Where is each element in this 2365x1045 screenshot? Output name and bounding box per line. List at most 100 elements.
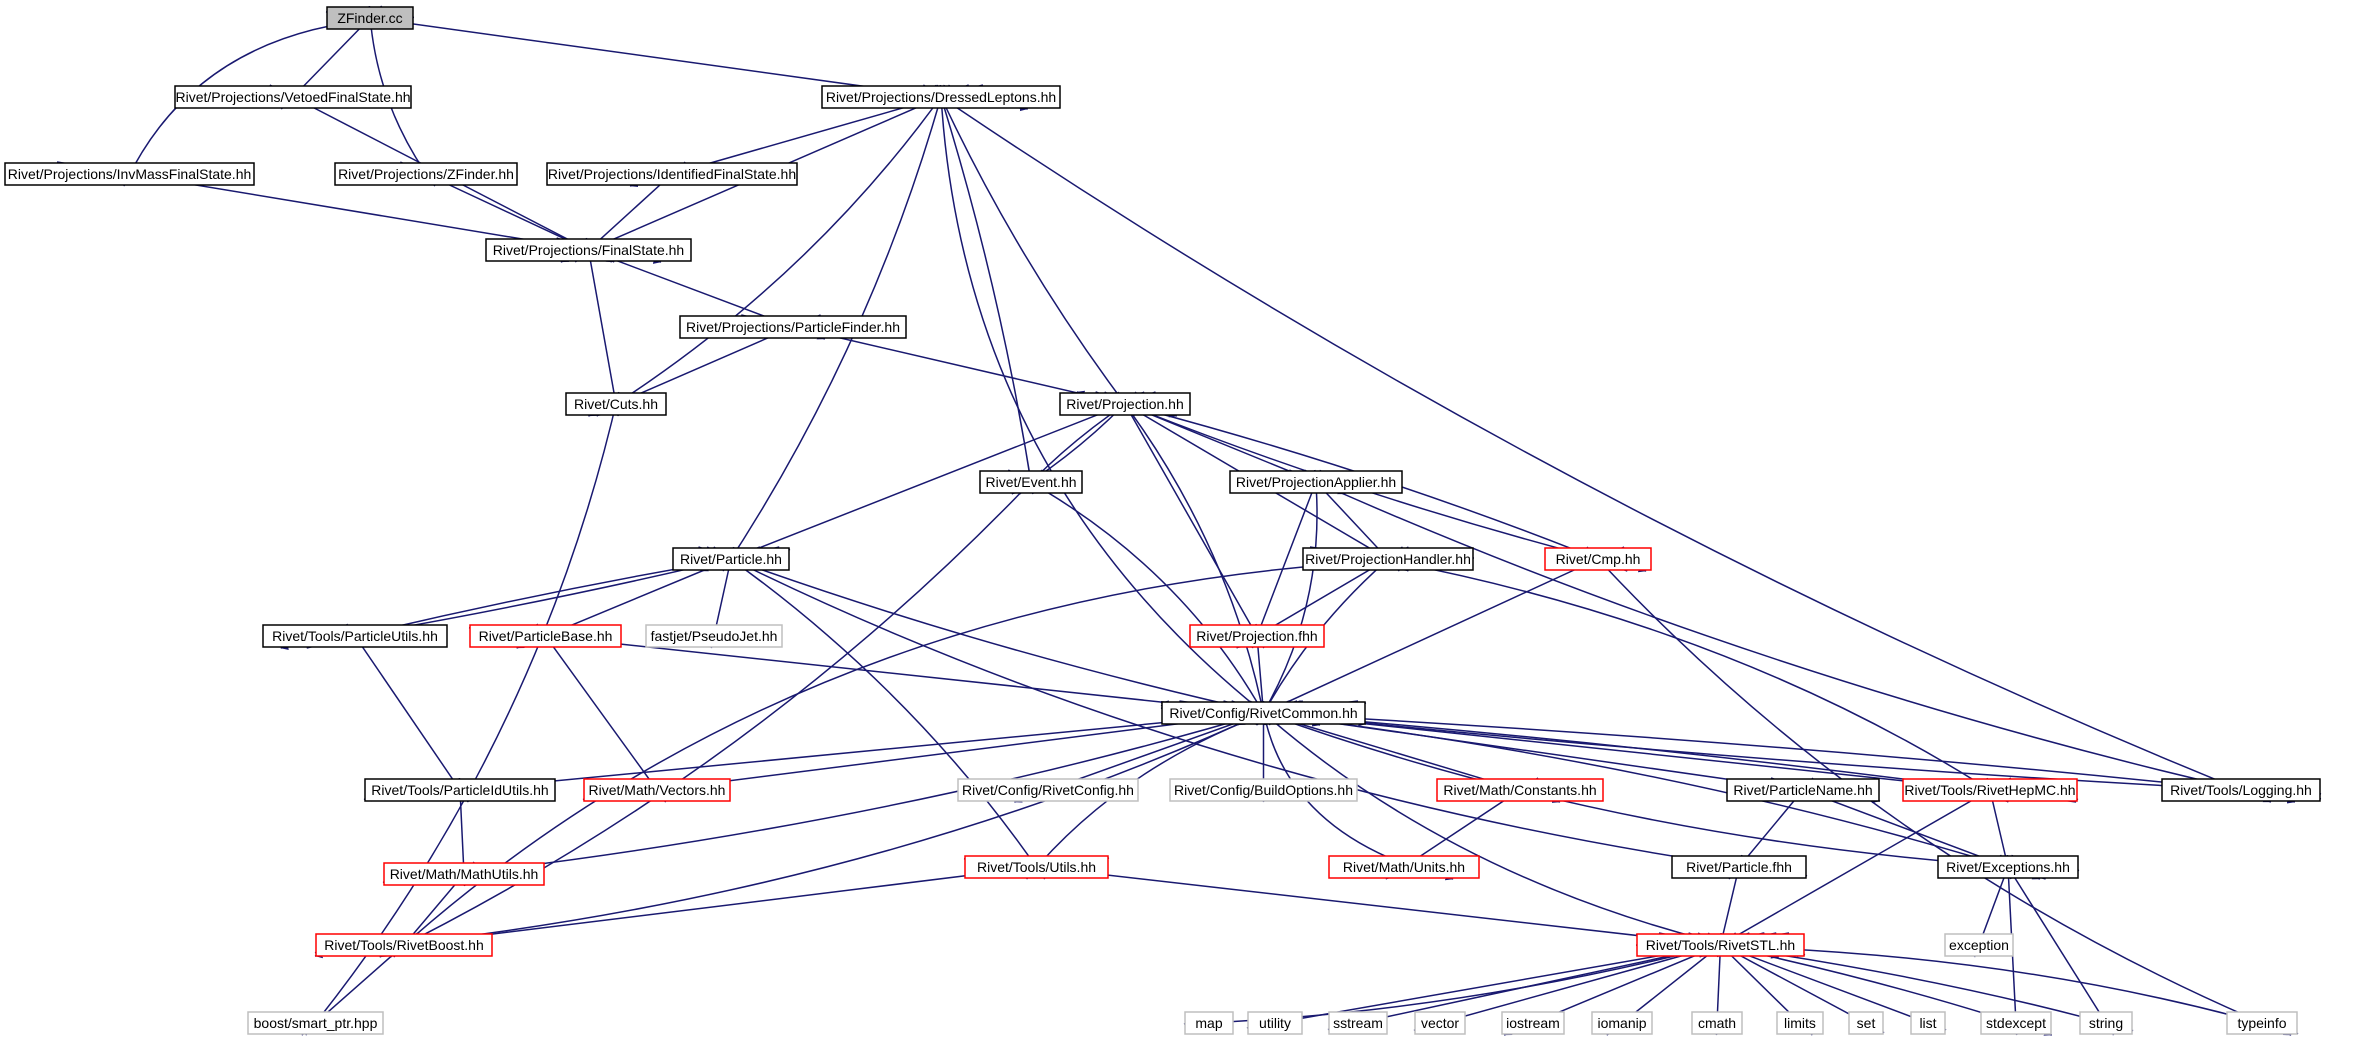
node-box — [1302, 547, 1474, 571]
node-label: Rivet/Tools/Utils.hh — [977, 859, 1096, 875]
node-pidutils[interactable]: Rivet/Tools/ParticleIdUtils.hh — [364, 778, 556, 802]
node-rivetboost[interactable]: Rivet/Tools/RivetBoost.hh — [315, 933, 493, 957]
node-projhandler[interactable]: Rivet/ProjectionHandler.hh — [1302, 547, 1474, 571]
node-cuts[interactable]: Rivet/Cuts.hh — [565, 392, 667, 416]
node-vetoed[interactable]: Rivet/Projections/VetoedFinalState.hh — [174, 85, 412, 109]
node-label: cmath — [1698, 1015, 1736, 1031]
node-iomanip: iomanip — [1591, 1011, 1653, 1035]
node-particle[interactable]: Rivet/Particle.hh — [672, 547, 790, 571]
node-label: Rivet/Projection.fhh — [1196, 628, 1317, 644]
edge-cmp-to-typeinfo — [1586, 546, 2292, 1036]
edge-dressed-to-projection — [934, 84, 1135, 417]
node-projection[interactable]: Rivet/Projection.hh — [1059, 392, 1191, 416]
node-label: Rivet/Projections/DressedLeptons.hh — [826, 89, 1056, 105]
edge-projapplier-to-logging — [1289, 469, 2296, 804]
node-label: Rivet/Config/RivetConfig.hh — [962, 782, 1134, 798]
node-rivetcommon[interactable]: Rivet/Config/RivetCommon.hh — [1161, 701, 1366, 725]
node-box — [364, 778, 556, 802]
node-box — [1436, 778, 1604, 802]
node-label: iostream — [1506, 1015, 1560, 1031]
edge-rivethepmc-to-rivetstl — [1699, 777, 2012, 958]
node-rivethepmc[interactable]: Rivet/Tools/RivetHepMC.hh — [1902, 778, 2078, 802]
node-box — [4, 162, 255, 186]
node-label: Rivet/Math/Constants.hh — [1443, 782, 1596, 798]
edge-dressed-to-rivetcommon — [939, 84, 1280, 726]
node-box — [469, 624, 622, 648]
edge-event-to-rivetboost — [379, 469, 1043, 958]
node-finalstate[interactable]: Rivet/Projections/FinalState.hh — [485, 238, 692, 262]
node-label: set — [1857, 1015, 1876, 1031]
edge-event-to-rivetcommon — [1007, 469, 1271, 726]
node-box — [1169, 778, 1358, 802]
node-label: Rivet/Cmp.hh — [1556, 551, 1641, 567]
node-box — [1328, 855, 1480, 879]
node-pseudojet: fastjet/PseudoJet.hh — [645, 624, 783, 648]
node-label: iomanip — [1597, 1015, 1646, 1031]
node-partfhh[interactable]: Rivet/Particle.fhh — [1671, 855, 1807, 879]
node-box — [174, 85, 412, 109]
node-smartptr: boost/smart_ptr.hpp — [247, 1011, 384, 1035]
node-box — [679, 315, 907, 339]
node-partbase[interactable]: Rivet/ParticleBase.hh — [469, 624, 622, 648]
node-label: Rivet/Particle.hh — [680, 551, 782, 567]
node-label: Rivet/Cuts.hh — [574, 396, 658, 412]
node-box — [1544, 547, 1652, 571]
node-label: Rivet/Event.hh — [985, 474, 1076, 490]
node-box — [262, 624, 448, 648]
node-logging[interactable]: Rivet/Tools/Logging.hh — [2161, 778, 2321, 802]
node-box — [1501, 1011, 1565, 1035]
node-label: Rivet/Tools/RivetBoost.hh — [324, 937, 484, 953]
node-box — [383, 862, 545, 886]
node-cmath: cmath — [1691, 1011, 1743, 1035]
node-identified[interactable]: Rivet/Projections/IdentifiedFinalState.h… — [546, 162, 798, 186]
node-projapplier[interactable]: Rivet/ProjectionApplier.hh — [1229, 470, 1403, 494]
edge-partutils-to-pidutils — [346, 623, 469, 803]
node-iostream: iostream — [1501, 1011, 1565, 1035]
node-cmp[interactable]: Rivet/Cmp.hh — [1544, 547, 1652, 571]
node-box — [672, 547, 790, 571]
node-constants[interactable]: Rivet/Math/Constants.hh — [1436, 778, 1604, 802]
node-box — [1937, 855, 2079, 879]
node-utility: utility — [1247, 1011, 1303, 1035]
node-label: Rivet/Projections/VetoedFinalState.hh — [175, 89, 410, 105]
edge-dressed-to-cuts — [596, 84, 951, 417]
node-mathutils[interactable]: Rivet/Math/MathUtils.hh — [383, 862, 545, 886]
node-toolsutils[interactable]: Rivet/Tools/Utils.hh — [964, 855, 1109, 879]
node-label: stdexcept — [1986, 1015, 2046, 1031]
node-projfhh[interactable]: Rivet/Projection.fhh — [1189, 624, 1325, 648]
node-partutils[interactable]: Rivet/Tools/ParticleUtils.hh — [262, 624, 448, 648]
edge-dressed-to-event — [936, 84, 1035, 495]
node-label: Rivet/Tools/ParticleUtils.hh — [272, 628, 438, 644]
node-map: map — [1184, 1011, 1234, 1035]
edge-projhandler-to-rivetboost — [390, 557, 1475, 958]
edge-projapplier-to-rivetcommon — [1255, 469, 1318, 726]
node-units[interactable]: Rivet/Math/Units.hh — [1328, 855, 1480, 879]
node-zfinder_cc[interactable]: ZFinder.cc — [326, 6, 414, 30]
node-particlename[interactable]: Rivet/ParticleName.hh — [1726, 778, 1880, 802]
node-label: Rivet/Exceptions.hh — [1946, 859, 2070, 875]
node-label: limits — [1784, 1015, 1816, 1031]
node-zfinder_hh[interactable]: Rivet/Projections/ZFinder.hh — [334, 162, 518, 186]
node-box — [979, 470, 1083, 494]
node-box — [957, 778, 1139, 802]
node-label: exception — [1949, 937, 2009, 953]
node-label: Rivet/ParticleName.hh — [1733, 782, 1872, 798]
node-box — [821, 85, 1061, 109]
node-label: Rivet/Math/Vectors.hh — [589, 782, 726, 798]
node-box — [326, 6, 414, 30]
node-typeinfo: typeinfo — [2226, 1011, 2298, 1035]
node-box — [964, 855, 1109, 879]
node-partfinder[interactable]: Rivet/Projections/ParticleFinder.hh — [679, 315, 907, 339]
node-box — [334, 162, 518, 186]
node-exceptions[interactable]: Rivet/Exceptions.hh — [1937, 855, 2079, 879]
node-label: Rivet/ProjectionApplier.hh — [1236, 474, 1396, 490]
node-invmass[interactable]: Rivet/Projections/InvMassFinalState.hh — [4, 162, 255, 186]
node-box — [1902, 778, 2078, 802]
node-rivetstl[interactable]: Rivet/Tools/RivetSTL.hh — [1636, 933, 1805, 957]
node-vectors[interactable]: Rivet/Math/Vectors.hh — [583, 778, 731, 802]
node-dressed[interactable]: Rivet/Projections/DressedLeptons.hh — [821, 85, 1061, 109]
node-label: Rivet/Projections/FinalState.hh — [493, 242, 684, 258]
node-event[interactable]: Rivet/Event.hh — [979, 470, 1083, 494]
node-sstream: sstream — [1328, 1011, 1388, 1035]
